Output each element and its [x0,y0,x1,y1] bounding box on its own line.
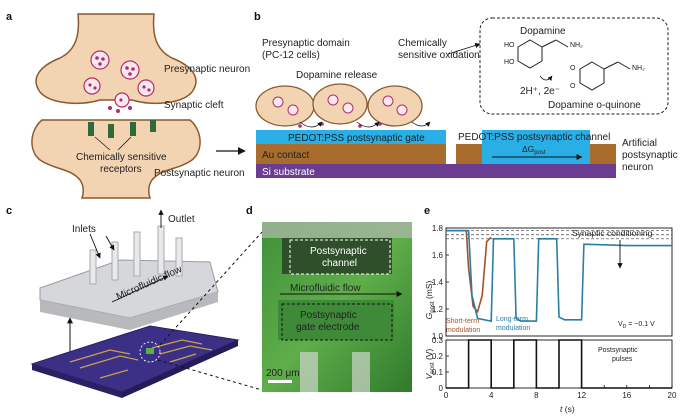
y-tick-label: 0.2 [432,352,444,361]
label-long-term-1: Long-term [496,316,528,323]
plot-frame [445,227,673,337]
label-postsynaptic-neuron: Postsynaptic neuron [154,168,245,179]
label-d-gate-1: Postsynaptic [300,310,357,321]
label-inlets: Inlets [72,224,96,235]
label-artificial-1: Artificial [622,138,657,149]
pc12-cells [255,83,431,128]
micrograph [262,222,412,392]
label-presynaptic-neuron: Presynaptic neuron [164,64,250,75]
panel-label-e: e [424,205,430,217]
series-line [446,339,672,389]
pedot-gate [256,130,446,144]
vesicles [83,50,155,113]
presynaptic-neuron-shape [35,13,197,105]
label-short-term-1: Short-term [446,318,479,325]
panel-label-b: b [254,11,261,23]
label-scale-bar: 200 μm [266,368,300,379]
postsynaptic-neuron-shape [31,119,201,199]
label-pulses-2: pulses [612,356,633,363]
chem-nh2-a: NH₂ [570,42,583,49]
au-contact-mid [456,144,482,164]
gpost-chart: 1.0 1.2 1.4 1.6 1.8 [432,224,673,341]
label-receptors-1: Chemically sensitive [76,152,167,163]
y-tick-label: 1.8 [432,224,444,233]
y-tick-label: 1.0 [432,332,444,341]
label-pedot-channel: PEDOT:PSS postsynaptic channel [458,132,610,143]
label-oxidation-1: Chemically [398,38,447,49]
chem-ho-2: HO [504,59,515,66]
label-artificial-2: postsynaptic [622,150,678,161]
y-tick-label: 1.4 [432,278,444,287]
chem-nh2-b: NH₂ [632,65,645,72]
label-d-channel-1: Postsynaptic [310,246,367,257]
label-synaptic-cleft: Synaptic cleft [164,100,224,111]
label-si-substrate: Si substrate [262,167,315,178]
label-d-gate-2: gate electrode [296,322,360,333]
label-reaction: 2H⁺, 2e⁻ [520,86,560,97]
si-substrate [256,164,616,178]
chem-o-1: O [570,65,576,72]
au-contact-right [590,144,616,164]
panel-label-a: a [6,11,13,23]
label-oxidation-2: sensitive oxidation [398,50,480,61]
label-short-term-2: modulation [446,327,480,334]
y-label-vpost: Vpost (V) [424,348,436,379]
label-presynaptic-domain-2: (PC-12 cells) [262,50,320,61]
x-label-t: t (s) [560,404,575,414]
microfluidic-chip [39,209,219,330]
receptors [88,120,156,151]
label-dopamine: Dopamine [520,26,566,37]
x-tick-label: 8 [534,391,539,400]
chem-ho-1: HO [504,42,515,49]
au-contact-left [256,144,446,164]
y-tick-label: 1.6 [432,251,444,260]
y-tick-label: 0 [439,384,444,393]
label-au-contact: Au contact [262,150,309,161]
dopamine-reaction-box: Dopamine NH₂ HO HO 2H⁺, 2e⁻ NH₂ O O Dopa… [479,17,669,115]
label-outlet: Outlet [168,214,195,225]
label-artificial-3: neuron [622,162,653,173]
device-wafer [30,317,240,398]
panel-label-d: d [246,205,253,217]
x-tick-label: 12 [577,391,586,400]
label-receptors-2: receptors [100,164,142,175]
vpost-chart: 0 0.1 0.2 0.3 0 4 8 12 16 20 [432,336,677,400]
label-pulses-1: Postsynaptic [598,347,638,354]
label-d-channel-2: channel [322,258,357,269]
label-presynaptic-domain-1: Presynaptic domain [262,38,350,49]
zoom-line-top [159,231,263,346]
oxidation-arrow [447,42,481,55]
x-tick-label: 16 [622,391,631,400]
y-tick-label: 0.1 [432,368,444,377]
label-long-term-2: modulation [496,325,530,332]
label-quinone: Dopamine o-quinone [548,100,641,111]
label-dopamine-release: Dopamine release [296,70,378,81]
pedot-channel [482,130,590,164]
device-stack [256,130,616,178]
label-delta-g: ΔGpost [522,144,546,156]
zoom-line-bottom [157,359,263,391]
chem-o-2: O [570,83,576,90]
y-label-gpost: Gpost (mS) [424,280,436,319]
series-line [446,229,672,323]
x-tick-label: 0 [444,391,449,400]
label-synaptic-conditioning: Synaptic conditioning [572,228,653,238]
label-vd: VD = −0.1 V [618,321,655,330]
panel-label-c: c [6,205,12,217]
y-tick-label: 0.3 [432,336,444,345]
y-tick-label: 1.2 [432,305,444,314]
x-tick-label: 4 [489,391,494,400]
label-pedot-gate: PEDOT:PSS postsynaptic gate [288,133,425,144]
x-tick-label: 20 [668,391,677,400]
label-d-flow: Microfluidic flow [290,283,361,294]
